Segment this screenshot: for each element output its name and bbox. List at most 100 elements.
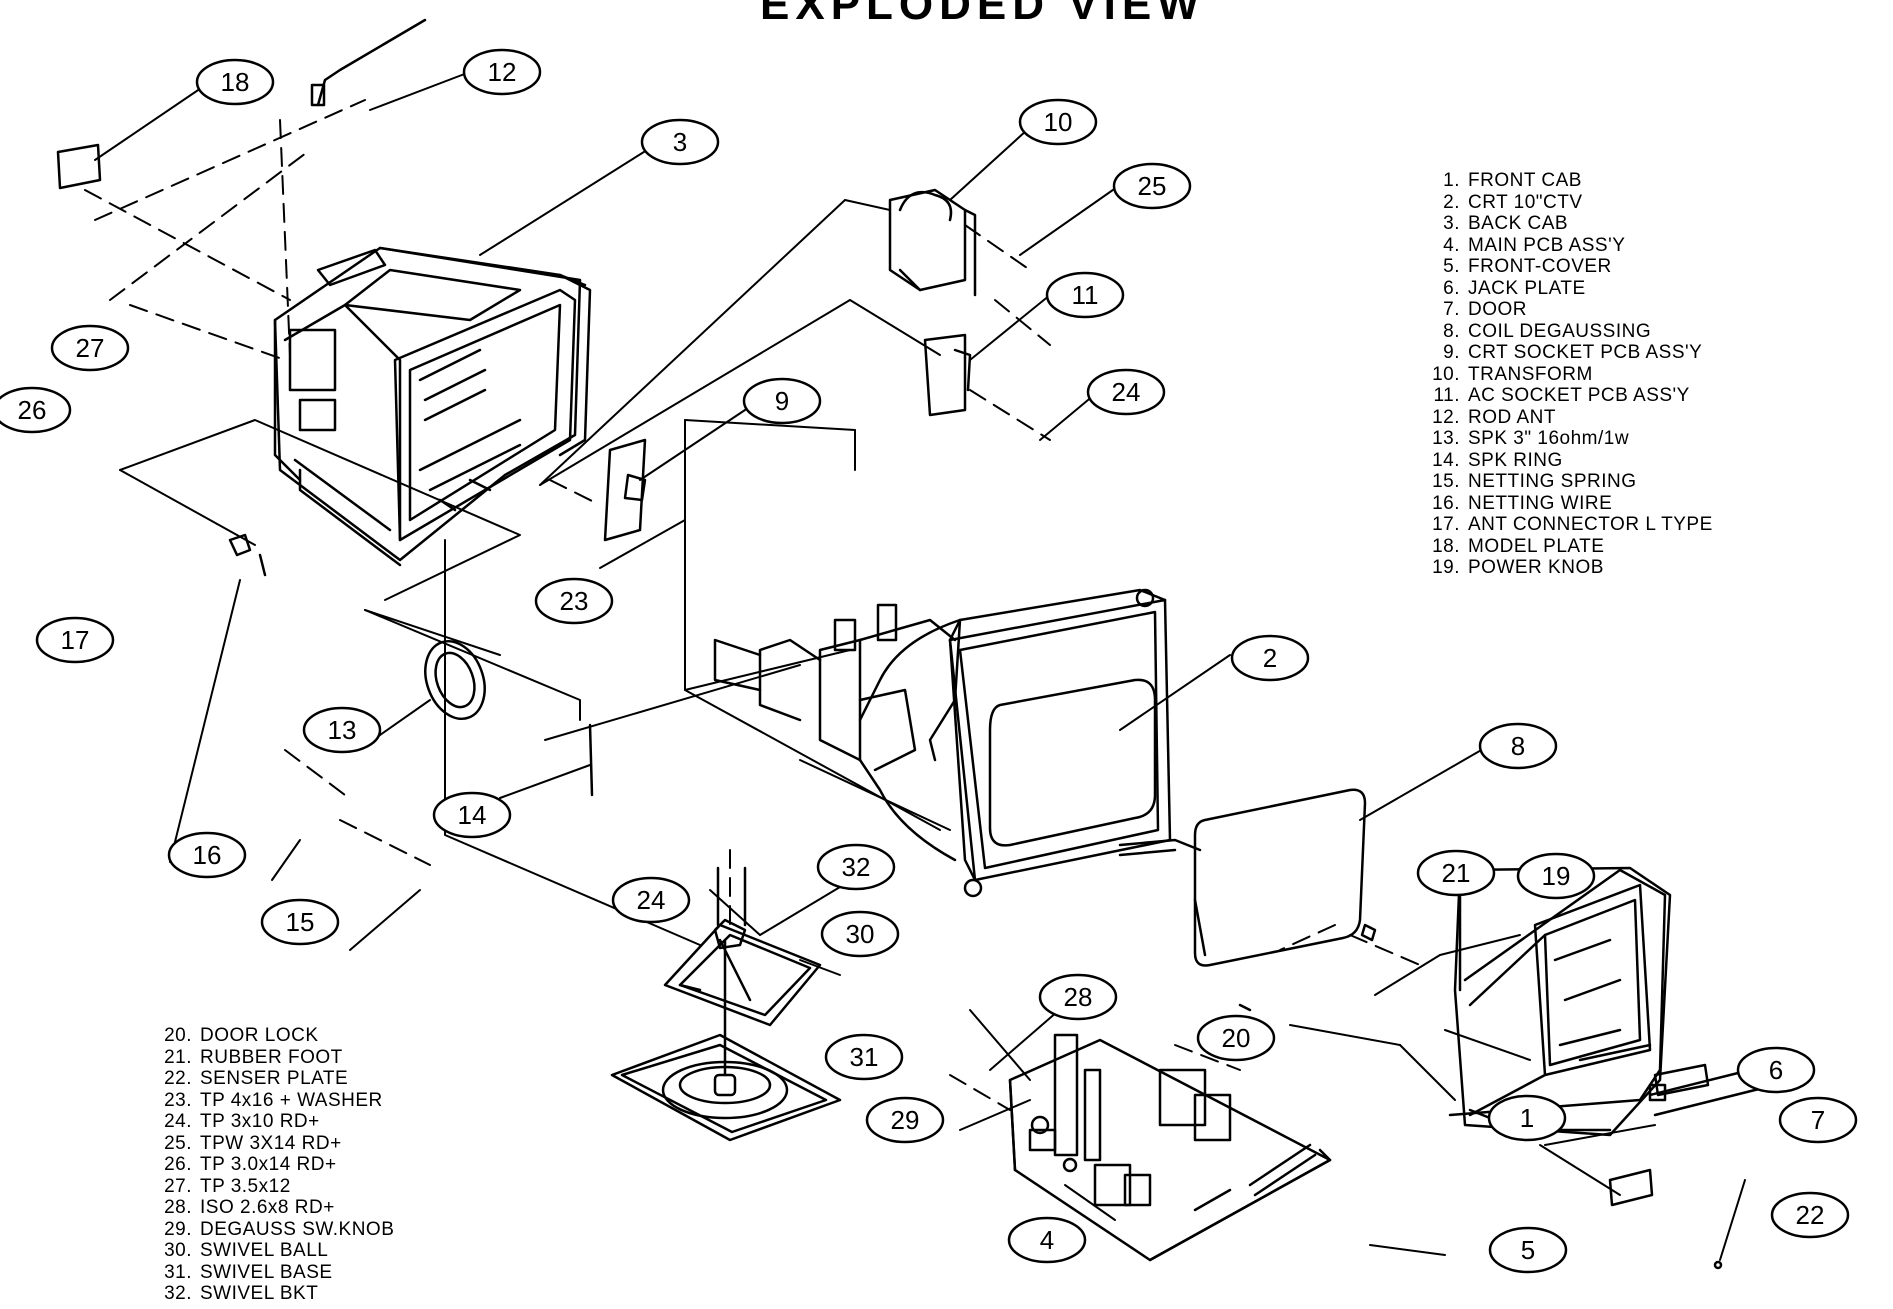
callout-number: 3 xyxy=(673,127,687,157)
part-name: NETTING SPRING xyxy=(1468,471,1637,492)
callout-number: 6 xyxy=(1769,1055,1783,1085)
swivel-drawing xyxy=(610,866,842,1142)
part-number: 30. xyxy=(164,1240,192,1261)
parts-list-item: 18.MODEL PLATE xyxy=(1428,536,1713,558)
part-number: 6. xyxy=(1443,277,1460,299)
callout-bubble xyxy=(640,118,720,166)
callout-26: 26 xyxy=(0,386,72,434)
callout-bubble xyxy=(1416,849,1496,897)
diagram-title: EXPLODED VIEW xyxy=(760,0,1205,29)
callout-number: 19 xyxy=(1542,861,1571,891)
callout-bubble xyxy=(432,791,512,839)
parts-list-item: 11.AC SOCKET PCB ASS'Y xyxy=(1428,385,1713,407)
part-number: 13. xyxy=(1432,428,1460,449)
part-name: BACK CAB xyxy=(1468,213,1569,234)
callout-31: 31 xyxy=(824,1033,904,1081)
parts-list-item: 31.SWIVEL BASE xyxy=(160,1262,394,1284)
part-name: FRONT CAB xyxy=(1468,170,1582,191)
parts-list-item: 13. SPK 3" 16ohm/1w xyxy=(1428,428,1713,450)
parts-list-item: 26.TP 3.0x14 RD+ xyxy=(160,1154,394,1176)
callout-number: 18 xyxy=(221,67,250,97)
callout-4: 4 xyxy=(1007,1216,1087,1264)
callout-number: 11 xyxy=(1072,280,1099,310)
part-name: SPK 3" 16ohm/1w xyxy=(1468,428,1630,449)
callout-bubble xyxy=(195,58,275,106)
callout-number: 31 xyxy=(850,1042,879,1072)
callout-number: 15 xyxy=(286,907,315,937)
part-name: POWER KNOB xyxy=(1468,557,1604,578)
callout-9: 9 xyxy=(742,377,822,425)
part-number: 5. xyxy=(1443,256,1460,277)
parts-list-item: 29.DEGAUSS SW.KNOB xyxy=(160,1219,394,1241)
callout-14: 14 xyxy=(432,791,512,839)
callout-bubble xyxy=(1487,1094,1567,1142)
parts-list-item: 4.MAIN PCB ASS'Y xyxy=(1428,235,1713,257)
part-number: 3. xyxy=(1443,213,1460,234)
callout-number: 20 xyxy=(1222,1023,1251,1053)
callout-number: 9 xyxy=(775,386,789,416)
callout-19: 19 xyxy=(1516,852,1596,900)
part-number: 14. xyxy=(1432,449,1460,471)
parts-list-item: 32.SWIVEL BKT xyxy=(160,1283,394,1305)
callout-30: 30 xyxy=(820,910,900,958)
callout-bubble xyxy=(534,577,614,625)
callout-number: 30 xyxy=(846,919,875,949)
callout-number: 24 xyxy=(1112,377,1141,407)
parts-list-item: 25.TPW 3X14 RD+ xyxy=(160,1133,394,1155)
callout-bubble xyxy=(1086,368,1166,416)
parts-list-item: 30.SWIVEL BALL xyxy=(160,1240,394,1262)
callout-bubble xyxy=(1778,1096,1858,1144)
callout-bubble xyxy=(302,706,382,754)
callout-number: 13 xyxy=(328,715,357,745)
callout-number: 4 xyxy=(1040,1225,1054,1255)
part-number: 16. xyxy=(1432,492,1460,514)
callout-bubble xyxy=(1516,852,1596,900)
callout-bubble xyxy=(1478,722,1558,770)
callout-bubble xyxy=(1196,1014,1276,1062)
callout-number: 1 xyxy=(1520,1103,1534,1133)
callout-number: 22 xyxy=(1796,1200,1825,1230)
callout-bubble xyxy=(0,386,72,434)
part-name: SENSER PLATE xyxy=(200,1068,349,1089)
part-name: DEGAUSS SW.KNOB xyxy=(200,1218,395,1240)
callout-number: 5 xyxy=(1521,1235,1535,1265)
part-number: 21. xyxy=(164,1046,192,1068)
part-name: MAIN PCB ASS'Y xyxy=(1468,234,1626,256)
part-number: 9. xyxy=(1443,342,1460,363)
frame-lines xyxy=(119,199,1621,1196)
crt-socket-pcb-drawing xyxy=(603,438,647,542)
part-name: DOOR xyxy=(1468,299,1527,320)
degaussing-coil-drawing xyxy=(1118,788,1367,967)
callout-bubble xyxy=(167,831,247,879)
callout-number: 12 xyxy=(488,57,517,87)
parts-list-item: 19.POWER KNOB xyxy=(1428,557,1713,579)
callout-29: 29 xyxy=(865,1096,945,1144)
callout-bubble xyxy=(1045,271,1125,319)
callout-number: 28 xyxy=(1064,982,1093,1012)
part-number: 11. xyxy=(1433,385,1460,406)
callout-21: 21 xyxy=(1416,849,1496,897)
part-number: 22. xyxy=(164,1068,192,1089)
callout-10: 10 xyxy=(1018,98,1098,146)
part-name: FRONT-COVER xyxy=(1468,256,1612,277)
callout-bubble xyxy=(1736,1046,1816,1094)
callout-22: 22 xyxy=(1770,1191,1850,1239)
part-name: TPW 3X14 RD+ xyxy=(200,1132,342,1154)
part-number: 23. xyxy=(164,1089,192,1111)
callout-bubble xyxy=(816,843,896,891)
part-name: ROD ANT xyxy=(1468,406,1556,428)
parts-list-item: 28.ISO 2.6x8 RD+ xyxy=(160,1197,394,1219)
assembly-lines xyxy=(84,99,1421,1111)
part-name: DOOR LOCK xyxy=(200,1025,319,1046)
parts-list-item: 10.TRANSFORM xyxy=(1428,364,1713,386)
callout-number: 24 xyxy=(637,885,666,915)
part-number: 31. xyxy=(164,1261,192,1283)
part-name: MODEL PLATE xyxy=(1468,535,1605,557)
callout-bubble xyxy=(611,876,691,924)
part-number: 28. xyxy=(164,1197,192,1218)
callout-13: 13 xyxy=(302,706,382,754)
callout-bubble xyxy=(462,48,542,96)
callout-28: 28 xyxy=(1038,973,1118,1021)
